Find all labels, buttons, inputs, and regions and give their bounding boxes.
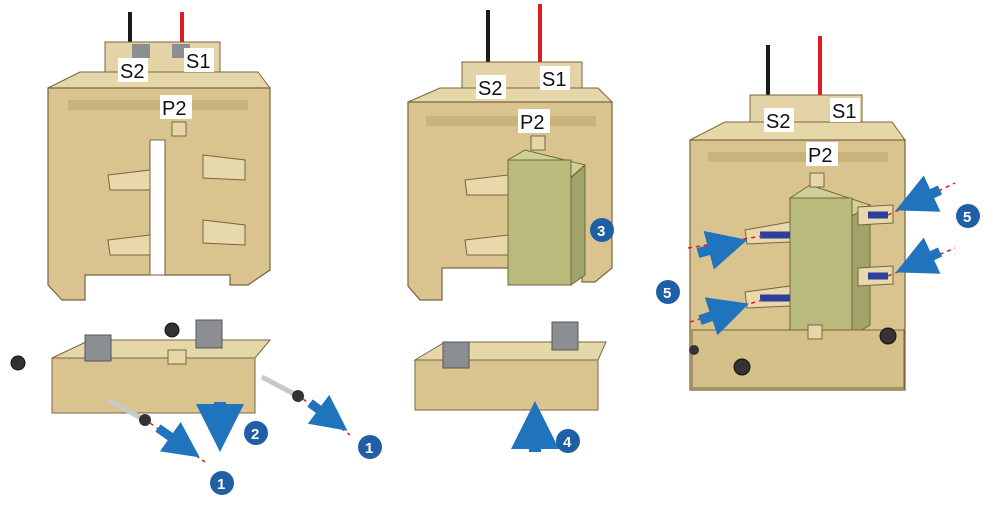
svg-text:1: 1 bbox=[365, 440, 373, 457]
busbar bbox=[507, 159, 572, 286]
panel-1: S2 S1 P2 1 1 2 bbox=[10, 12, 382, 495]
step-badge bbox=[590, 218, 614, 242]
svg-text:3: 3 bbox=[597, 223, 605, 240]
svg-text:5: 5 bbox=[663, 285, 671, 302]
bottom-bar bbox=[414, 359, 599, 411]
screw bbox=[689, 345, 699, 355]
svg-text:1: 1 bbox=[217, 476, 225, 493]
step-badge bbox=[956, 204, 980, 228]
screw bbox=[879, 327, 897, 345]
terminal-label-s1: S1 bbox=[832, 101, 856, 123]
step-badge bbox=[244, 421, 268, 445]
bottom-bar bbox=[691, 329, 905, 389]
busbar bbox=[789, 197, 853, 337]
arrow-insert-screw bbox=[895, 175, 943, 212]
screw-rod bbox=[106, 397, 147, 423]
arrow-insert-screw bbox=[696, 230, 748, 270]
step-badge bbox=[656, 280, 680, 304]
screw-rod bbox=[260, 374, 300, 399]
panel-2: S2 S1 P2 3 4 bbox=[407, 4, 614, 453]
screw bbox=[164, 322, 180, 338]
arrow-remove-screw bbox=[155, 421, 200, 458]
window-opening bbox=[149, 139, 166, 276]
screw bbox=[10, 355, 26, 371]
terminal-label-s2: S2 bbox=[766, 111, 790, 133]
step-badge bbox=[210, 471, 234, 495]
step-badge bbox=[358, 435, 382, 459]
primary-label-p2: P2 bbox=[808, 145, 832, 167]
terminal-label-s2: S2 bbox=[120, 61, 144, 83]
svg-text:2: 2 bbox=[251, 426, 259, 443]
panel-3: S2 S1 P2 5 5 bbox=[656, 36, 980, 391]
svg-text:4: 4 bbox=[563, 434, 572, 451]
primary-label-p2: P2 bbox=[162, 98, 186, 120]
svg-text:5: 5 bbox=[963, 209, 971, 226]
step-badge bbox=[556, 429, 580, 453]
terminal-label-s2: S2 bbox=[478, 78, 502, 100]
screw bbox=[733, 358, 751, 376]
terminal-label-s1: S1 bbox=[542, 69, 566, 91]
arrow-insert-screw bbox=[698, 297, 749, 336]
primary-label-p2: P2 bbox=[520, 112, 544, 134]
terminal-label-s1: S1 bbox=[186, 51, 210, 73]
arrow-insert-screw bbox=[895, 237, 943, 274]
arrow-remove-screw bbox=[307, 394, 348, 431]
